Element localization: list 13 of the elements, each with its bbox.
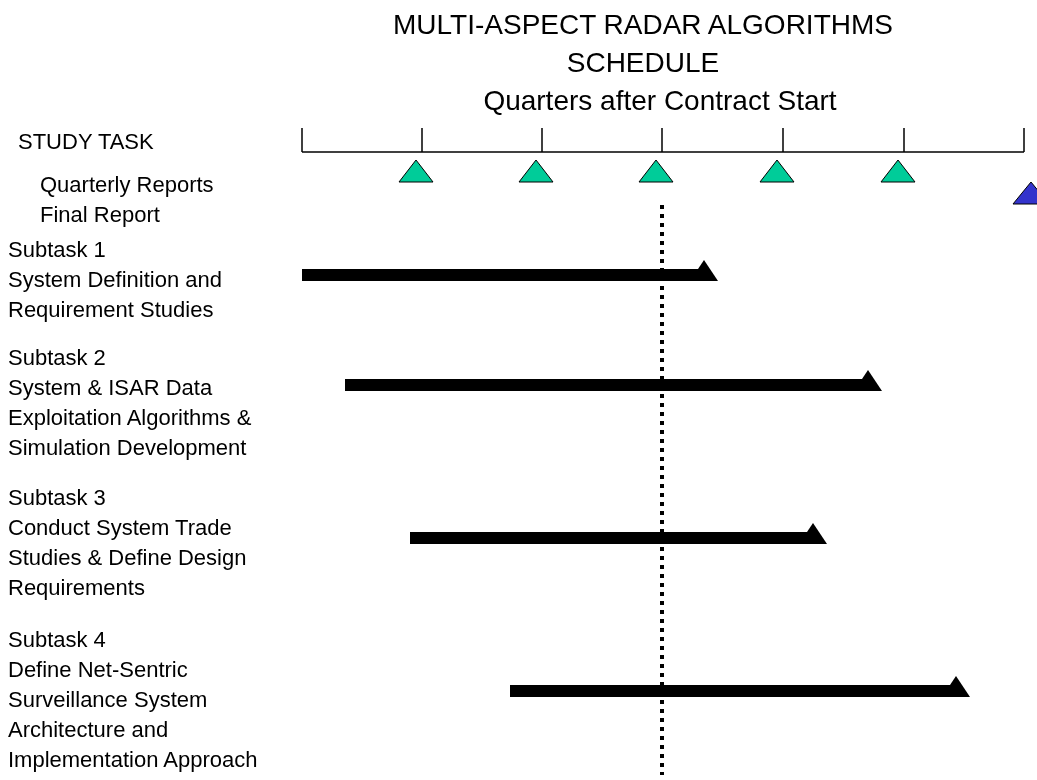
row-label: Final Report	[40, 201, 161, 229]
task-name: Conduct System Trade Studies & Define Design Requirements	[8, 514, 248, 602]
task-name: System Definition and Requirement Studies	[8, 266, 223, 324]
task-number: Subtask 1	[8, 236, 107, 264]
task-number: Subtask 4	[8, 626, 107, 654]
column-heading: STUDY TASK	[18, 128, 155, 156]
axis-title: Quarters after Contract Start	[482, 84, 838, 118]
title: MULTI-ASPECT RADAR ALGORITHMS SCHEDULE	[392, 8, 894, 80]
task-name: Define Net-Sentric Surveillance System Architecture and Implementation Approach	[8, 656, 258, 774]
task-name: System & ISAR Data Exploitation Algorithms & Simulation Development	[8, 374, 253, 462]
task-number: Subtask 3	[8, 484, 107, 512]
row-label: Quarterly Reports	[40, 171, 215, 199]
task-number: Subtask 2	[8, 344, 107, 372]
